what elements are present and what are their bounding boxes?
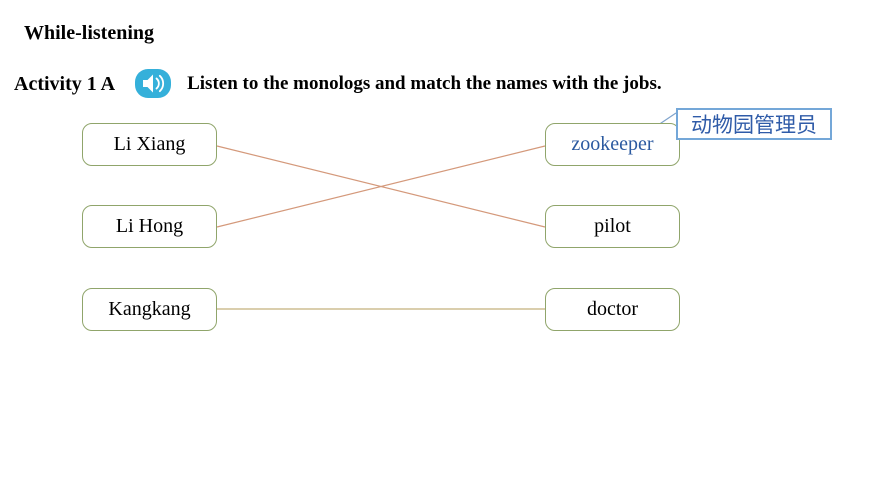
match-line-lixiang-pilot <box>216 145 546 228</box>
instruction-text: Listen to the monologs and match the nam… <box>187 73 662 94</box>
job-label: doctor <box>586 298 639 320</box>
name-box-li-xiang[interactable]: Li Xiang <box>82 123 217 166</box>
job-box-pilot[interactable]: pilot <box>545 205 680 248</box>
name-box-kangkang[interactable]: Kangkang <box>82 288 217 331</box>
job-label: zookeeper <box>571 133 654 155</box>
name-box-li-hong[interactable]: Li Hong <box>82 205 217 248</box>
section-title: While-listening <box>24 22 155 44</box>
name-label: Li Xiang <box>113 133 186 155</box>
job-label: pilot <box>594 215 631 237</box>
name-label: Li Hong <box>115 215 184 237</box>
callout-zookeeper-translation: 动物园管理员 <box>676 108 832 140</box>
name-label: Kangkang <box>108 298 191 320</box>
job-box-zookeeper[interactable]: zookeeper <box>545 123 680 166</box>
activity-row: Activity 1 A Listen to the monologs and … <box>14 68 662 100</box>
activity-label: Activity 1 A <box>14 72 116 95</box>
job-box-doctor[interactable]: doctor <box>545 288 680 331</box>
speaker-icon <box>135 69 172 98</box>
audio-play-button[interactable] <box>135 69 172 99</box>
match-line-lihong-zookeeper <box>216 145 546 228</box>
